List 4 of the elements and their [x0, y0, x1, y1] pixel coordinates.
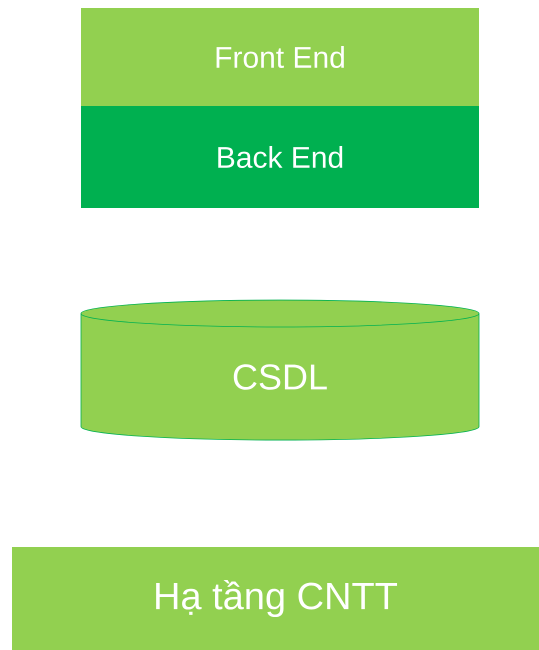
layer-box: Hạ tầng CNTT [12, 547, 539, 650]
layer-box: Back End [81, 106, 479, 208]
layer-box: Front End [81, 8, 479, 106]
database-cylinder: CSDL [80, 300, 480, 440]
